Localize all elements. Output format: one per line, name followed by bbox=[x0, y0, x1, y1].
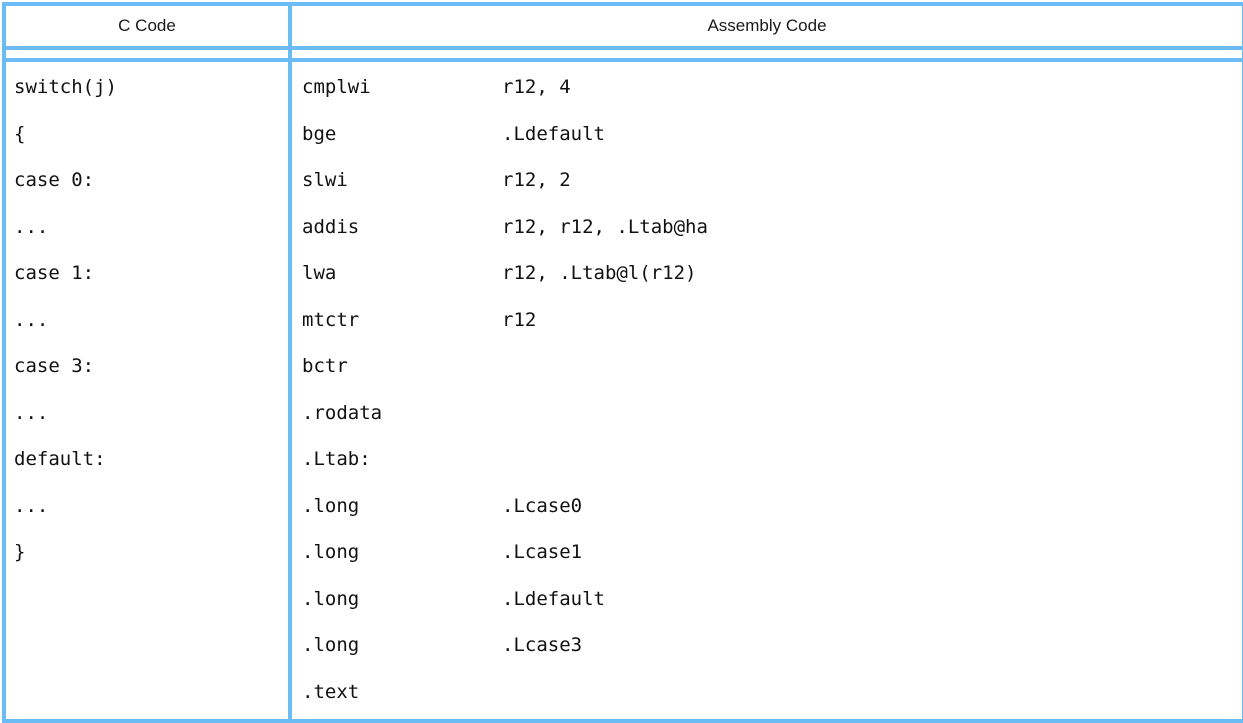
assembly-code-line: .long .Ldefault bbox=[302, 576, 1242, 623]
assembly-code-line: .long .Lcase3 bbox=[302, 622, 1242, 669]
assembly-mnemonic: lwa bbox=[302, 262, 337, 284]
assembly-code-line: slwi r12, 2 bbox=[302, 157, 1242, 204]
c-code-line: case 1: bbox=[14, 262, 95, 284]
assembly-mnemonic: .long bbox=[302, 541, 360, 563]
bottom-rule bbox=[2, 715, 1243, 723]
assembly-code-line: .text bbox=[302, 669, 1242, 716]
assembly-code-line: addis r12, r12, .Ltab@ha bbox=[302, 204, 1242, 251]
cell-c-code: switch(j) { case 0:... case 1:... case 3:...… bbox=[2, 60, 292, 715]
assembly-code-listing: cmplwi r12, 4 bge .Ldefault slwi r12, 2 addis r… bbox=[292, 62, 1242, 715]
assembly-code-line: lwa r12, .Ltab@l(r12) bbox=[302, 250, 1242, 297]
bottom-rule-c-code bbox=[2, 715, 292, 723]
assembly-mnemonic: .rodata bbox=[302, 401, 383, 424]
assembly-mnemonic: .long bbox=[302, 587, 360, 610]
assembly-code-line: mtctr r12 bbox=[302, 297, 1242, 344]
assembly-mnemonic: addis bbox=[302, 215, 360, 238]
assembly-mnemonic: .long bbox=[302, 494, 360, 517]
table-footer bbox=[2, 715, 1243, 723]
header-rule-c-code bbox=[2, 48, 292, 62]
assembly-operands: .Ldefault bbox=[502, 587, 605, 610]
assembly-mnemonic: .Ltab: bbox=[302, 448, 371, 470]
c-code-line: ... bbox=[14, 308, 49, 331]
c-code-line: default: bbox=[14, 448, 106, 470]
assembly-operands: r12 bbox=[502, 308, 537, 331]
assembly-operands: r12, 2 bbox=[502, 169, 571, 191]
table-row: switch(j) { case 0:... case 1:... case 3:...… bbox=[2, 60, 1243, 715]
c-code-line: ... bbox=[14, 215, 49, 238]
cell-assembly-code: cmplwi r12, 4 bge .Ldefault slwi r12, 2 addis r… bbox=[288, 60, 1243, 715]
assembly-operands: r12, r12, .Ltab@ha bbox=[502, 215, 708, 238]
assembly-mnemonic: cmplwi bbox=[302, 76, 371, 98]
assembly-code-line: .long .Lcase1 bbox=[302, 529, 1242, 576]
c-code-line: ... bbox=[14, 401, 49, 424]
header-rule-assembly-code bbox=[288, 48, 1243, 62]
assembly-mnemonic: bge bbox=[302, 122, 337, 145]
assembly-mnemonic: slwi bbox=[302, 169, 348, 191]
table-header: C Code Assembly Code bbox=[2, 2, 1243, 50]
assembly-code-line: .long .Lcase0 bbox=[302, 483, 1242, 530]
assembly-code-line: bge .Ldefault bbox=[302, 111, 1242, 158]
table-header-row: C Code Assembly Code bbox=[2, 2, 1243, 50]
assembly-mnemonic: mtctr bbox=[302, 308, 360, 331]
header-double-rule bbox=[2, 48, 1243, 62]
c-code-line: case 3: bbox=[14, 355, 95, 377]
c-code-line: { bbox=[14, 122, 26, 145]
bottom-rule-assembly-code bbox=[288, 715, 1243, 723]
assembly-operands: r12, .Ltab@l(r12) bbox=[502, 262, 697, 284]
c-code-line: case 0: bbox=[14, 169, 95, 191]
c-code-line: } bbox=[14, 541, 26, 563]
assembly-mnemonic: bctr bbox=[302, 355, 348, 377]
column-header-c-code: C Code bbox=[2, 2, 292, 50]
assembly-operands: .Lcase0 bbox=[502, 494, 583, 517]
assembly-operands: r12, 4 bbox=[502, 76, 571, 98]
assembly-code-line: .Ltab: bbox=[302, 436, 1242, 483]
assembly-operands: .Ldefault bbox=[502, 122, 605, 145]
assembly-code-line: .rodata bbox=[302, 390, 1242, 437]
c-code-listing: switch(j) { case 0:... case 1:... case 3:...… bbox=[6, 62, 288, 576]
assembly-operands: .Lcase1 bbox=[502, 541, 583, 563]
c-code-line: switch(j) bbox=[14, 76, 117, 98]
assembly-mnemonic: .long bbox=[302, 634, 360, 656]
c-code-line: ... bbox=[14, 494, 49, 517]
assembly-operands: .Lcase3 bbox=[502, 634, 583, 656]
assembly-code-line: bctr bbox=[302, 343, 1242, 390]
table-code-body: switch(j) { case 0:... case 1:... case 3:...… bbox=[2, 60, 1243, 715]
assembly-mnemonic: .text bbox=[302, 680, 360, 703]
assembly-code-line: cmplwi r12, 4 bbox=[302, 64, 1242, 111]
column-header-assembly-code: Assembly Code bbox=[288, 2, 1243, 50]
table-body bbox=[2, 48, 1243, 62]
